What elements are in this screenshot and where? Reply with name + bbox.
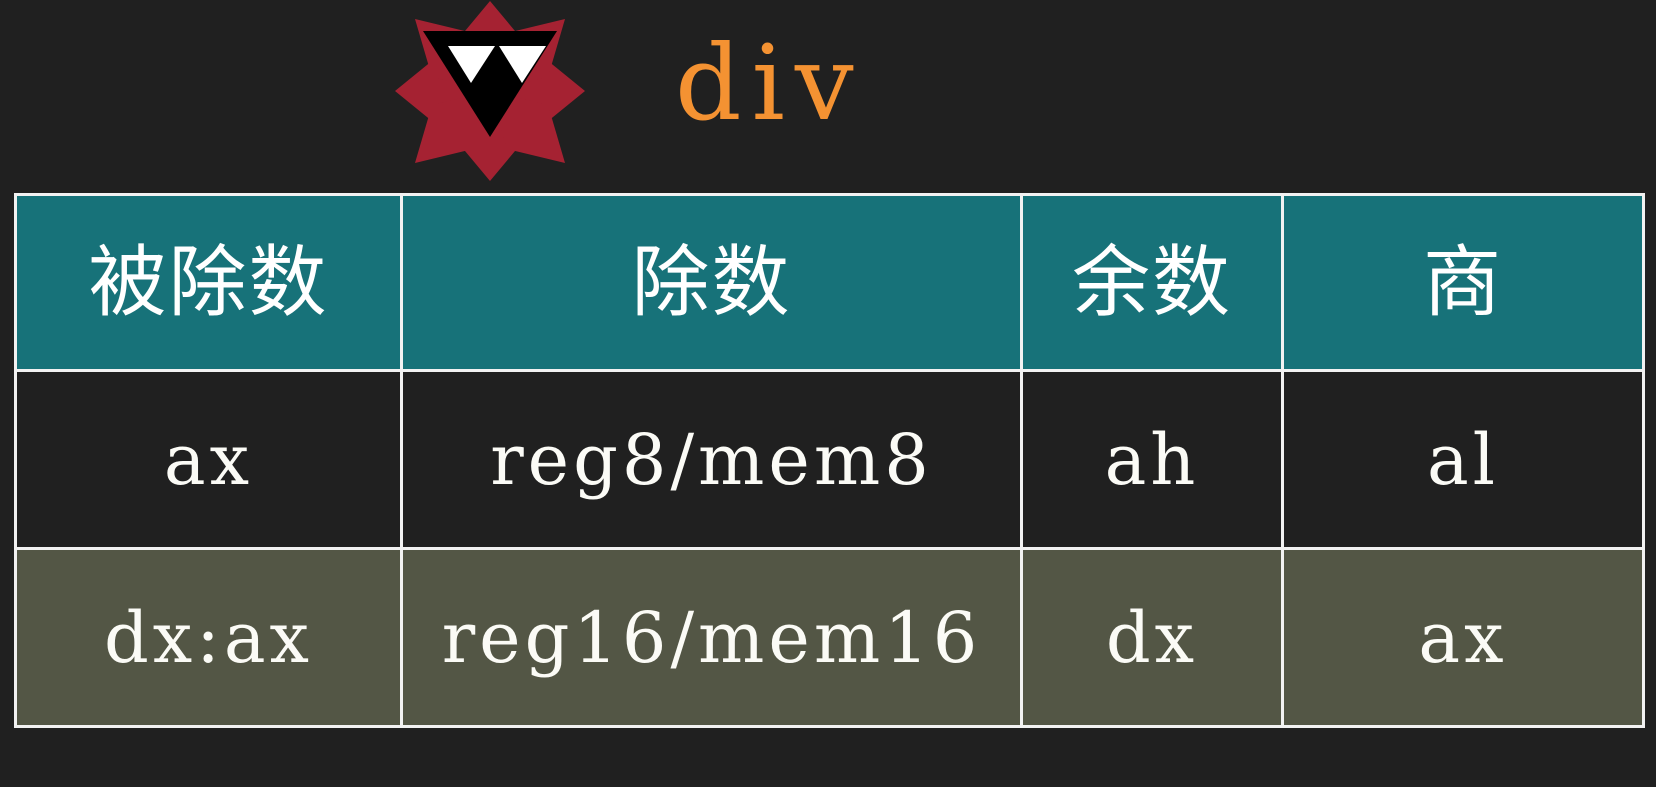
column-header-divisor: 除数	[400, 193, 1023, 372]
cell-dividend: dx:ax	[14, 547, 403, 728]
table-row: ax reg8/mem8 ah al	[14, 369, 1645, 550]
cell-quotient: al	[1281, 369, 1645, 550]
cell-dividend: ax	[14, 369, 403, 550]
table-header-row: 被除数 除数 余数 商	[14, 193, 1645, 372]
cell-remainder: dx	[1020, 547, 1284, 728]
page-title: div	[675, 22, 864, 144]
table-head: 被除数 除数 余数 商	[14, 193, 1645, 372]
table-container: 被除数 除数 余数 商 ax reg8/mem8 ah al dx:ax reg…	[14, 193, 1645, 728]
table-body: ax reg8/mem8 ah al dx:ax reg16/mem16 dx …	[14, 369, 1645, 728]
ox-star-logo-icon	[395, 1, 585, 181]
column-header-quotient: 商	[1281, 193, 1645, 372]
cell-divisor: reg8/mem8	[400, 369, 1023, 550]
table-row: dx:ax reg16/mem16 dx ax	[14, 547, 1645, 728]
div-operand-table: 被除数 除数 余数 商 ax reg8/mem8 ah al dx:ax reg…	[14, 193, 1645, 728]
column-header-dividend: 被除数	[14, 193, 403, 372]
slide-header: div	[0, 0, 1656, 181]
cell-remainder: ah	[1020, 369, 1284, 550]
cell-quotient: ax	[1281, 547, 1645, 728]
column-header-remainder: 余数	[1020, 193, 1284, 372]
cell-divisor: reg16/mem16	[400, 547, 1023, 728]
